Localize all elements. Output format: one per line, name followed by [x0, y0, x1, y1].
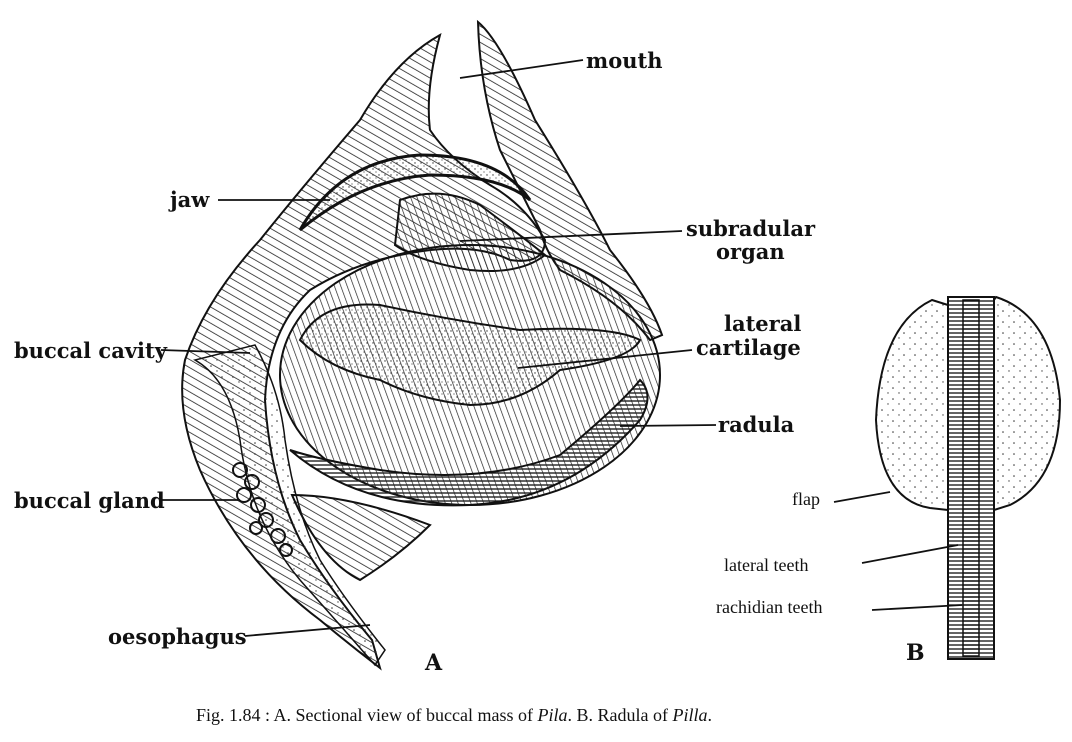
label-subradular-organ-line2: organ: [716, 241, 785, 262]
flap-right-shape: [994, 297, 1060, 510]
label-rachidian-teeth: rachidian teeth: [716, 598, 822, 616]
label-mouth: mouth: [586, 50, 662, 71]
label-radula: radula: [718, 414, 794, 435]
label-buccal-cavity: buccal cavity: [14, 340, 167, 361]
label-lateral-cartilage-line1: lateral: [724, 313, 801, 334]
panel-b-letter: B: [906, 640, 925, 666]
label-jaw: jaw: [170, 189, 209, 210]
label-lateral-teeth: lateral teeth: [724, 556, 808, 574]
caption-genus-1: Pila: [537, 705, 567, 725]
caption-text-3: .: [707, 705, 712, 725]
caption-text-1: Fig. 1.84 : A. Sectional view of buccal …: [196, 705, 537, 725]
label-lateral-cartilage-line2: cartilage: [696, 337, 801, 358]
figure-caption: Fig. 1.84 : A. Sectional view of buccal …: [196, 705, 712, 726]
label-subradular-organ-line1: subradular: [686, 218, 815, 239]
caption-text-2: . B. Radula of: [567, 705, 672, 725]
label-oesophagus: oesophagus: [108, 626, 247, 647]
flap-left-shape: [876, 300, 948, 510]
label-buccal-gland: buccal gland: [14, 490, 165, 511]
caption-genus-2: Pilla: [672, 705, 707, 725]
panel-a-letter: A: [425, 650, 442, 676]
label-flap: flap: [792, 490, 820, 508]
rachidian-strip-shape: [963, 300, 979, 656]
